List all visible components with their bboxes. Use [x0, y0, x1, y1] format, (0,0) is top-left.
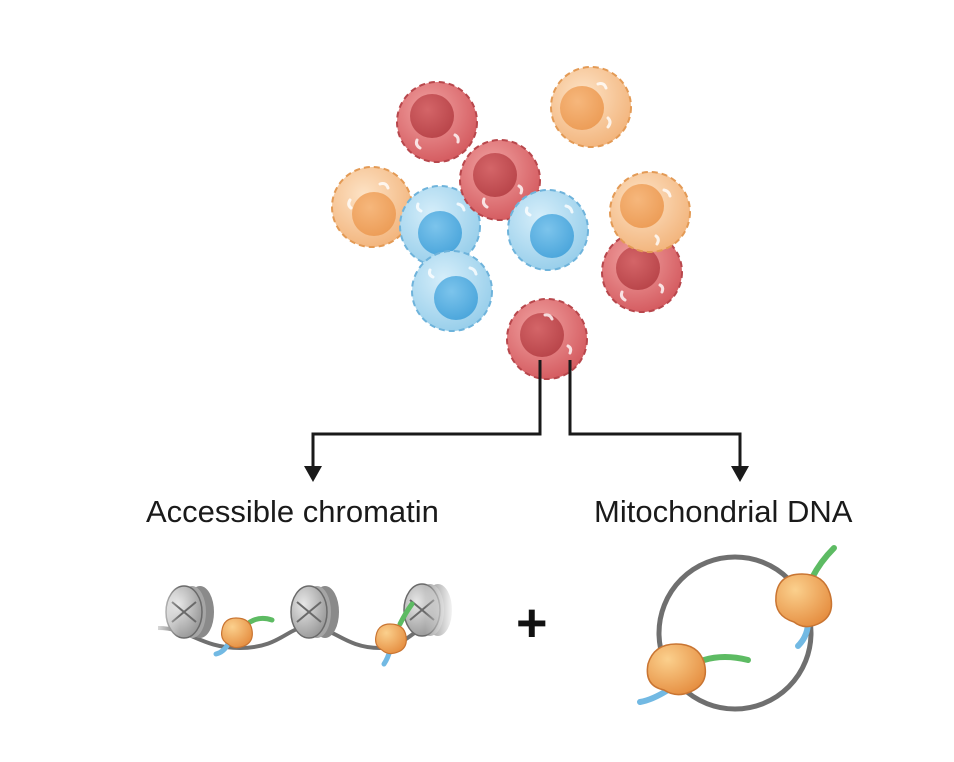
- cell-icon: [601, 231, 683, 313]
- cell-icon: [331, 166, 413, 248]
- cell-icon: [399, 185, 481, 267]
- cell-icon: [396, 81, 478, 163]
- arrow-icon: [731, 466, 749, 482]
- cell-icon: [411, 250, 493, 332]
- arrow-icon: [304, 466, 322, 482]
- arrow-to-mtdna: [568, 360, 749, 482]
- transposase-icon: [375, 601, 415, 667]
- cell-icon: [550, 66, 632, 148]
- mitochondrial-dna-ring-icon: [637, 545, 837, 712]
- chromatin-strand: [150, 580, 455, 667]
- cell-icon: [506, 298, 588, 380]
- cell-icon: [507, 189, 589, 271]
- cell-icon: [459, 139, 541, 221]
- mitochondrial-dna-label: Mitochondrial DNA: [594, 494, 853, 529]
- transposase-icon: [775, 545, 837, 649]
- cell-icon: [609, 171, 691, 253]
- arrow-to-chromatin: [304, 360, 542, 482]
- transposase-icon: [213, 615, 275, 657]
- transposase-icon: [637, 643, 751, 705]
- accessible-chromatin-label: Accessible chromatin: [146, 494, 439, 529]
- plus-sign: +: [516, 593, 548, 653]
- nucleosome-icon: [290, 585, 339, 639]
